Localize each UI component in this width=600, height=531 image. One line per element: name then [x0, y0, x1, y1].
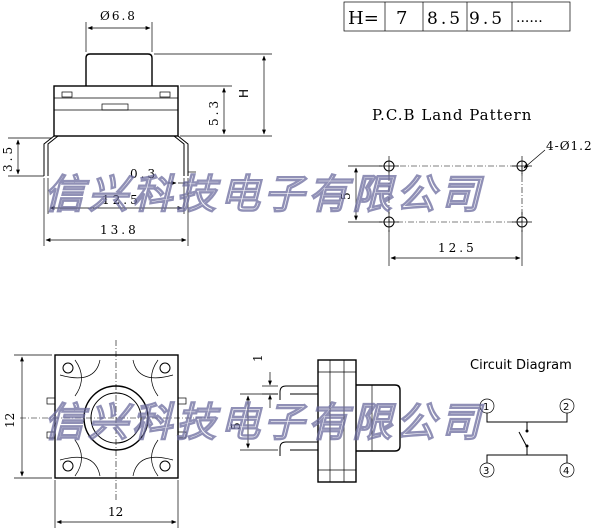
h-table-value-more: ......	[516, 10, 543, 26]
dim-diameter-6-8: Ø6.8	[100, 9, 137, 23]
dim-0-3: 0.3	[130, 167, 158, 181]
circuit-title: Circuit Diagram	[470, 358, 572, 373]
plan-dim-12-side: 12	[3, 413, 17, 428]
side-dim-5: 5	[229, 422, 243, 430]
pcb-land-pattern: P.C.B Land Pattern 4-Ø1.2 5 12.5	[339, 106, 593, 266]
dim-3-5: 3.5	[1, 144, 15, 172]
watermark-top: 信兴科技电子有限公司	[44, 171, 485, 218]
front-view: Ø6.8 H 5.3 3.5 0.3	[1, 9, 272, 246]
dim-12-5-front: 12.5	[102, 193, 141, 207]
circuit-pin-3: 3	[483, 466, 489, 477]
side-dim-1: 1	[251, 354, 265, 362]
circuit-pin-2: 2	[563, 402, 569, 413]
dim-h: H	[237, 89, 251, 98]
plan-dim-12-bottom: 12	[108, 505, 123, 519]
circuit-pin-1: 1	[483, 402, 489, 413]
h-table-value-8-5: 8.5	[427, 9, 463, 29]
circuit-diagram: Circuit Diagram 1 2 3 4	[470, 358, 575, 478]
pcb-hole-label: 4-Ø1.2	[546, 139, 593, 153]
dim-5-3: 5.3	[207, 98, 221, 126]
pcb-title: P.C.B Land Pattern	[372, 106, 532, 124]
h-table-value-7: 7	[396, 8, 407, 29]
watermark-bottom: 信兴科技电子有限公司	[44, 399, 485, 446]
plan-view: 12 12	[3, 340, 210, 528]
side-view: 1 5	[229, 354, 401, 483]
h-table-value-9-5: 9.5	[469, 9, 505, 29]
h-table: H= 7 8.5 9.5 ......	[343, 1, 571, 32]
dim-13-8: 13.8	[100, 223, 139, 237]
pcb-dim-5: 5	[339, 192, 353, 200]
pcb-dim-12-5: 12.5	[438, 241, 477, 255]
circuit-pin-4: 4	[563, 466, 569, 477]
h-table-header: H=	[348, 8, 379, 29]
